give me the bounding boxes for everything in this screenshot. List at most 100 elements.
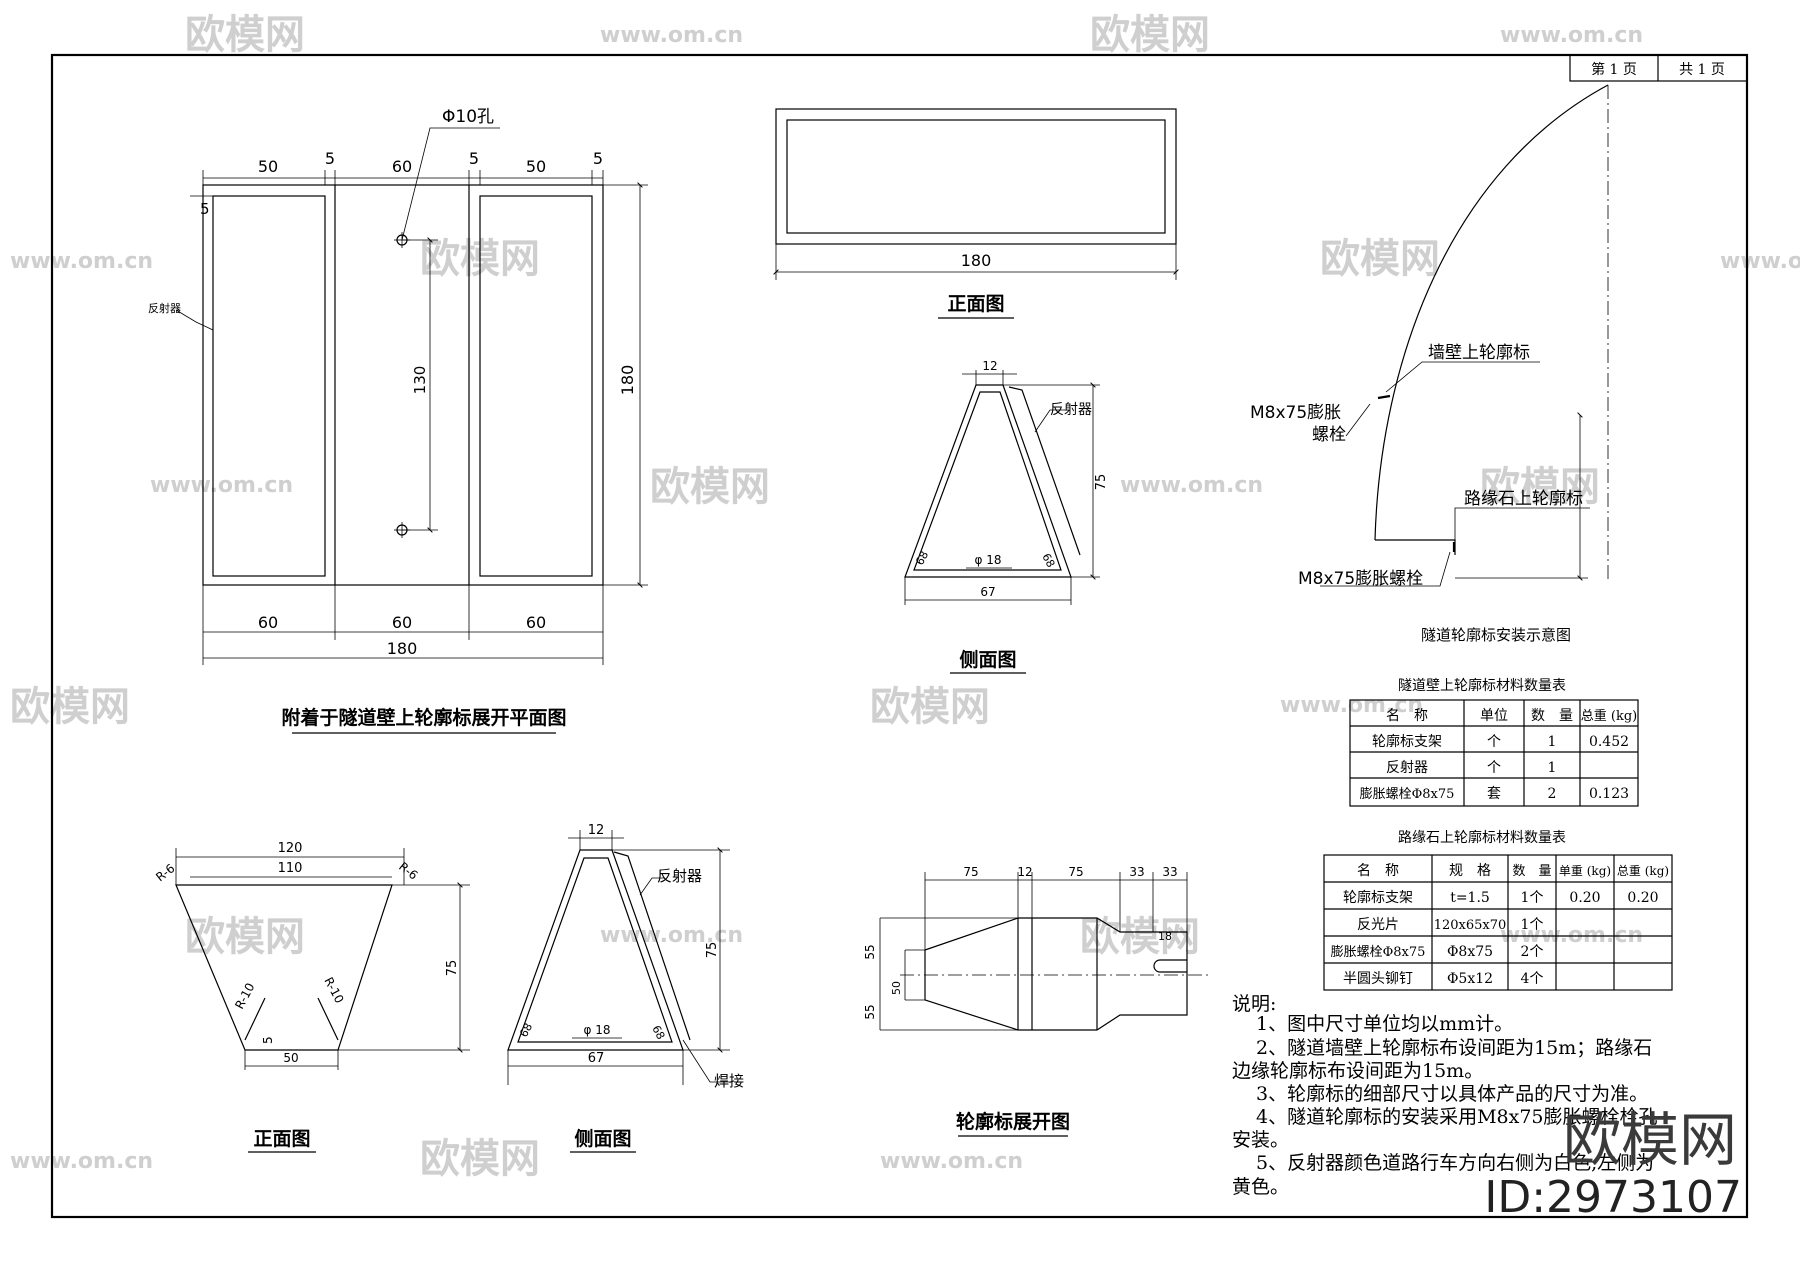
table-cell: 反光片 xyxy=(1357,917,1399,933)
watermark-url: www.om.cn xyxy=(600,23,743,48)
dim-text: 12 xyxy=(982,359,997,373)
table-header: 名 称 xyxy=(1386,708,1428,724)
reflector-panel-left xyxy=(212,195,326,577)
tunnel-wall-arc xyxy=(1374,84,1609,541)
table-header: 单位 xyxy=(1480,708,1508,724)
dim-text: 67 xyxy=(980,585,995,599)
dim-text: 110 xyxy=(278,861,303,876)
dim-text: 75 xyxy=(963,865,978,879)
dim-text: 55 xyxy=(863,1004,877,1019)
table-cell: 120x65x70 xyxy=(1434,918,1507,933)
radius-label: R-10 xyxy=(321,975,346,1006)
watermark-logo: 欧模网 xyxy=(1320,236,1440,282)
trapezoid-outline xyxy=(175,884,393,1051)
watermark-url: www.om.cn xyxy=(10,1149,153,1174)
side-profile-outer xyxy=(904,384,1072,578)
watermark-url: www.om.cn xyxy=(1280,693,1423,718)
dim-text: 12 xyxy=(1017,865,1032,879)
table-cell: 0.20 xyxy=(1569,890,1600,906)
side-view-title: 侧面图 xyxy=(959,649,1016,671)
dim-text: 67 xyxy=(588,1051,605,1066)
side-view-bottom: 12 反射器 75 68 68 φ 18 67 焊接 侧面图 xyxy=(507,823,744,1153)
dim-text: 75 xyxy=(1068,865,1083,879)
bolt-label: M8x75膨胀 xyxy=(1250,403,1341,423)
table-header: 名 称 xyxy=(1357,863,1399,879)
front-reflector xyxy=(786,119,1166,234)
watermark-logo-large: 欧模网 xyxy=(1563,1106,1737,1174)
dim-text: 60 xyxy=(258,613,278,632)
table-cell: 膨胀螺栓Φ8x75 xyxy=(1331,945,1426,960)
dim-text: 120 xyxy=(278,841,303,856)
dim-text: 5 xyxy=(469,149,479,168)
watermark-logo: 欧模网 xyxy=(10,684,130,730)
dim-text: 5 xyxy=(593,149,603,168)
table-cell: 套 xyxy=(1487,786,1501,802)
dim-text: 50 xyxy=(526,157,546,176)
install-diagram: 墙壁上轮廓标 M8x75膨胀 螺栓 路缘石上轮廓标 M8x75膨胀螺栓 隧道轮廓… xyxy=(1250,84,1609,644)
dim-text: 50 xyxy=(283,1051,298,1065)
table-cell: 个 xyxy=(1487,734,1501,750)
watermark-url: www.om.cn xyxy=(1500,23,1643,48)
table-wall: 隧道壁上轮廓标材料数量表 名 称 单位 数 量 总重 (kg) 轮廓标支架 个 … xyxy=(1349,677,1639,807)
watermark-url: www.om.cn xyxy=(150,473,293,498)
watermark-url: www.om.cn xyxy=(10,249,153,274)
dim-text: 60 xyxy=(392,613,412,632)
curb-bolt-label: M8x75膨胀螺栓 xyxy=(1298,569,1423,589)
watermark-logo: 欧模网 xyxy=(1080,914,1200,960)
dim-text: 60 xyxy=(392,157,412,176)
table-header: 规 格 xyxy=(1449,863,1491,879)
note-line: 2、隧道墙壁上轮廓标布设间距为15m；路缘石 xyxy=(1256,1037,1652,1059)
dim-text: 5 xyxy=(200,200,210,218)
watermark-url: www.om.cn xyxy=(1720,249,1800,274)
dim-text: 33 xyxy=(1162,865,1177,879)
table-cell: 4个 xyxy=(1521,971,1544,987)
note-line: 边缘轮廓标布设间距为15m。 xyxy=(1232,1060,1483,1082)
note-line: 5、反射器颜色道路行车方向右侧为白色,左侧为 xyxy=(1256,1152,1654,1174)
angle-label: 68 xyxy=(517,1021,535,1039)
table-cell: 反射器 xyxy=(1386,760,1428,776)
table-cell: 1 xyxy=(1548,760,1557,776)
hole-label: Φ10孔 xyxy=(442,107,494,127)
front-view-title: 正面图 xyxy=(947,293,1004,315)
page-total: 共 1 页 xyxy=(1679,62,1725,78)
table-cell: 1个 xyxy=(1521,917,1544,933)
table-cell: 轮廓标支架 xyxy=(1343,889,1413,906)
page-number: 第 1 页 xyxy=(1591,61,1637,78)
curb-marker-label: 路缘石上轮廓标 xyxy=(1464,489,1583,509)
note-line: 4、隧道轮廓标的安装采用M8x75膨胀螺栓栓孔 xyxy=(1256,1106,1658,1128)
watermark-id: ID:2973107 xyxy=(1484,1172,1742,1223)
dim-text: 12 xyxy=(588,823,605,838)
unfold-outline xyxy=(924,917,1188,1031)
table-header: 总重 (kg) xyxy=(1617,864,1669,878)
angle-label: 68 xyxy=(649,1023,667,1041)
watermark-logo: 欧模网 xyxy=(650,464,770,510)
table-cell: 2个 xyxy=(1521,944,1544,960)
dim-text: 50 xyxy=(890,981,903,995)
dim-text: 75 xyxy=(1094,474,1109,491)
table-header: 数 量 xyxy=(1531,708,1573,724)
plan-outline xyxy=(202,184,604,586)
hole-label: φ 18 xyxy=(975,553,1002,567)
table-cell: 1个 xyxy=(1521,890,1544,906)
title-block: 第 1 页 共 1 页 xyxy=(1569,54,1748,82)
table-cell: 膨胀螺栓Φ8x75 xyxy=(1360,787,1455,802)
reflector-label: 反射器 xyxy=(657,867,702,885)
hole-label: φ 18 xyxy=(584,1023,611,1037)
table-cell: 个 xyxy=(1487,760,1501,776)
front-view-top: 180 正面图 xyxy=(773,108,1179,319)
front-panel-outline xyxy=(775,108,1177,245)
radius-label: R-10 xyxy=(232,981,257,1012)
install-diagram-title: 隧道轮廓标安装示意图 xyxy=(1421,626,1571,644)
dim-text: 33 xyxy=(1129,865,1144,879)
table-cell: 0.123 xyxy=(1589,786,1629,802)
dim-text: 180 xyxy=(387,639,418,658)
table-caption: 隧道壁上轮廓标材料数量表 xyxy=(1398,677,1566,694)
dim-text: 50 xyxy=(258,157,278,176)
table-header: 数 量 xyxy=(1512,864,1551,879)
dim-text: 75 xyxy=(705,942,720,959)
table-cell: 轮廓标支架 xyxy=(1372,733,1442,750)
angle-label: 68 xyxy=(1039,551,1057,569)
note-line: 1、图中尺寸单位均以mm计。 xyxy=(1256,1013,1513,1035)
watermark-logo: 欧模网 xyxy=(1090,12,1210,58)
table-cell: 半圆头铆钉 xyxy=(1343,971,1413,987)
